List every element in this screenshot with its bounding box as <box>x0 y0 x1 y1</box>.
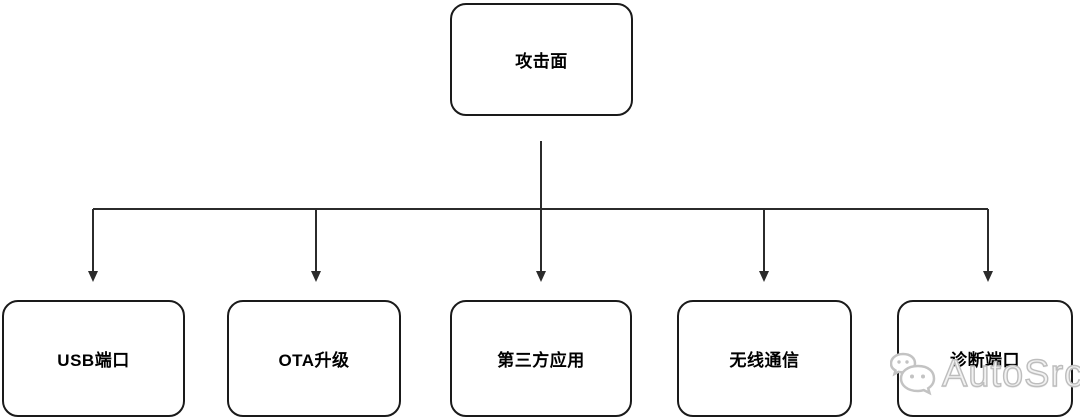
wechat-icon <box>890 352 936 396</box>
arrowhead-1 <box>88 271 98 282</box>
arrowhead-2 <box>311 271 321 282</box>
node-attack-surface: 攻击面 <box>450 3 633 116</box>
node-usb-port: USB端口 <box>2 300 185 417</box>
node-wireless-comm-label: 无线通信 <box>729 351 800 370</box>
watermark-text: AutoSrc <box>941 353 1080 395</box>
node-wireless-comm: 无线通信 <box>677 300 852 417</box>
node-third-party-app-label: 第三方应用 <box>497 351 585 370</box>
node-diagnostic-port-label: 诊断端口 <box>950 351 1020 370</box>
arrowhead-4 <box>759 271 769 282</box>
node-ota-upgrade-label: OTA升级 <box>278 351 350 370</box>
node-third-party-app: 第三方应用 <box>450 300 632 417</box>
node-ota-upgrade: OTA升级 <box>227 300 401 417</box>
node-attack-surface-label: 攻击面 <box>515 52 568 71</box>
arrowhead-3 <box>536 271 546 282</box>
arrowhead-5 <box>983 271 993 282</box>
watermark: AutoSrc <box>890 350 1080 398</box>
node-diagnostic-port: 诊断端口 <box>897 300 1073 417</box>
node-usb-port-label: USB端口 <box>57 351 130 370</box>
